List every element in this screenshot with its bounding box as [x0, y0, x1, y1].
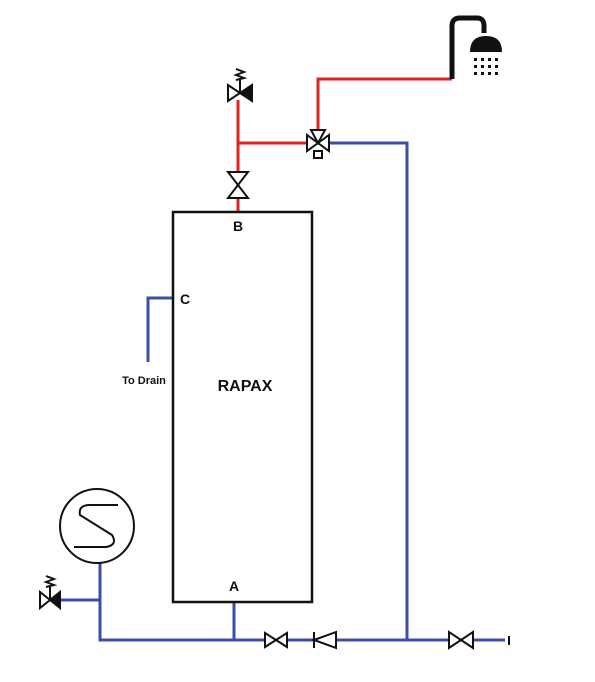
port-b-label: B — [233, 218, 243, 234]
check-valve-icon — [311, 630, 337, 650]
cold-main-bottom — [98, 562, 505, 642]
gate-valve-icon — [225, 171, 251, 199]
relief-valve-icon-bottom — [39, 575, 61, 611]
hot-to-shower — [316, 77, 452, 130]
cold-water-piping — [58, 141, 505, 642]
drain-label: To Drain — [122, 375, 166, 387]
gate-valve-icon-2 — [448, 630, 474, 650]
tank-label: RAPAX — [218, 378, 273, 395]
port-a-label: A — [229, 578, 239, 594]
expansion-coil-icon — [59, 488, 135, 564]
rapax-tank — [171, 210, 314, 604]
mixing-valve-icon — [306, 129, 330, 159]
relief-valve-icon — [227, 68, 253, 103]
drain-pipe — [146, 296, 173, 362]
hot-water-piping — [236, 77, 452, 212]
shower-head-icon — [449, 15, 502, 79]
cold-riser-to-mixer — [328, 141, 409, 640]
port-c-label: C — [180, 291, 190, 307]
gate-valve-icon-1 — [264, 631, 288, 649]
